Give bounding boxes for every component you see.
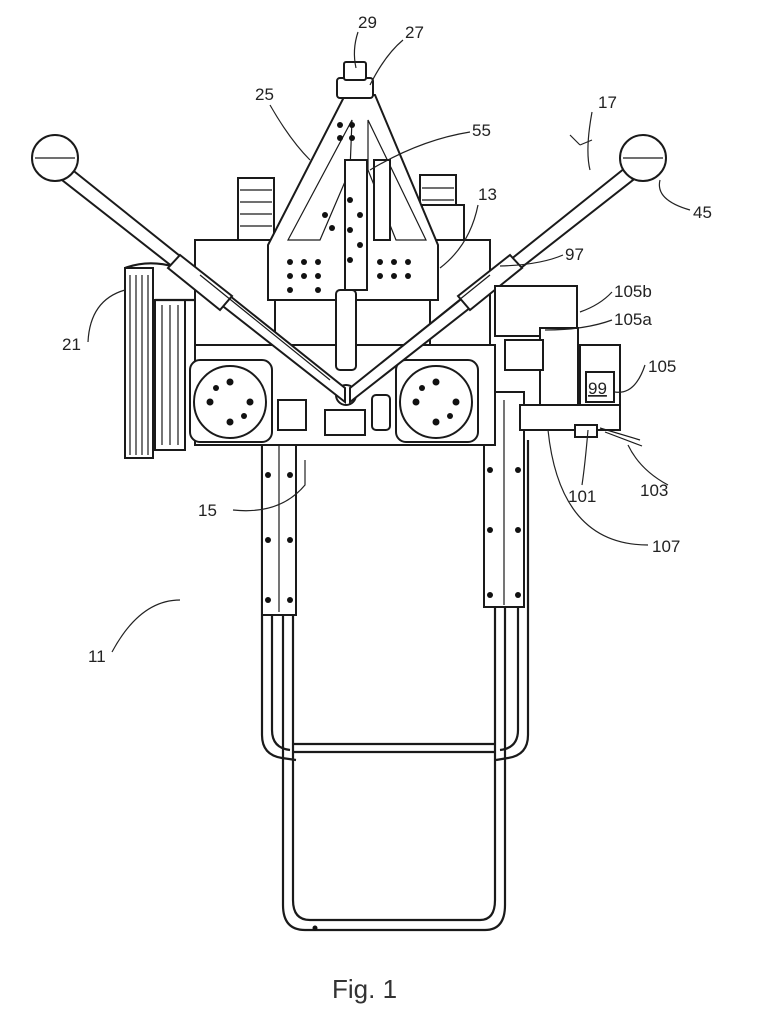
label-15: 15 xyxy=(198,501,217,520)
left-wheel xyxy=(190,360,272,442)
label-25: 25 xyxy=(255,85,274,104)
label-105: 105 xyxy=(648,357,676,376)
label-105a: 105a xyxy=(614,310,652,329)
right-wheel xyxy=(396,360,478,442)
triangular-plate xyxy=(268,62,438,300)
label-13: 13 xyxy=(478,185,497,204)
label-103: 103 xyxy=(640,481,668,500)
label-99: 99 xyxy=(588,379,607,398)
lower-frame xyxy=(262,392,528,931)
label-45: 45 xyxy=(693,203,712,222)
label-21: 21 xyxy=(62,335,81,354)
label-97: 97 xyxy=(565,245,584,264)
label-27: 27 xyxy=(405,23,424,42)
label-11: 11 xyxy=(88,647,106,666)
left-side-column xyxy=(125,263,200,458)
label-29: 29 xyxy=(358,13,377,32)
label-55: 55 xyxy=(472,121,491,140)
label-105b: 105b xyxy=(614,282,652,301)
label-101: 101 xyxy=(568,487,596,506)
label-107: 107 xyxy=(652,537,680,556)
label-17: 17 xyxy=(598,93,617,112)
figure-caption: Fig. 1 xyxy=(332,974,397,1004)
